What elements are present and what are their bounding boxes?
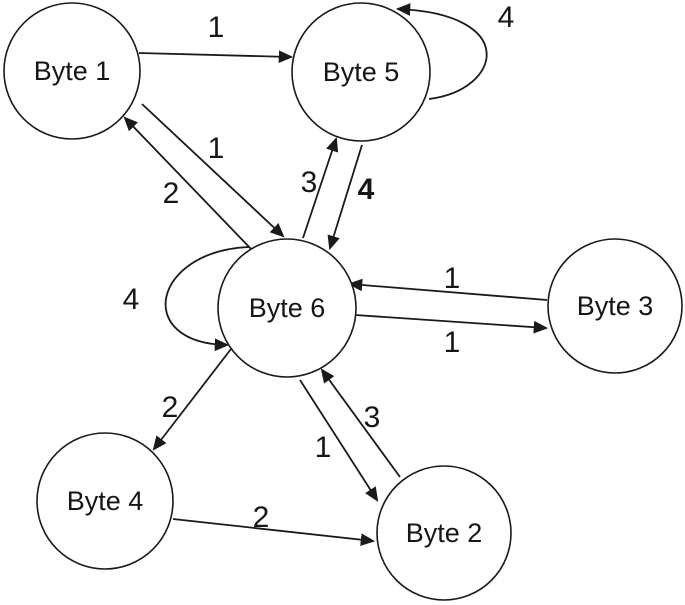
node-byte5-label: Byte 5 bbox=[323, 57, 400, 87]
node-byte3-label: Byte 3 bbox=[577, 291, 654, 321]
edge-byte6-to-byte2-arrow bbox=[299, 379, 379, 502]
edge-byte1-to-byte5-arrow bbox=[138, 50, 294, 64]
edge-byte6-to-byte3-weight-label: 1 bbox=[444, 326, 461, 359]
edge-byte1-to-byte6-arrow bbox=[141, 103, 285, 238]
edge-byte3-to-byte6-arrow bbox=[347, 278, 548, 301]
node-byte4-label: Byte 4 bbox=[67, 486, 144, 516]
edge-byte6-self-loop-arrow bbox=[164, 246, 250, 352]
edge-byte6-to-byte3-arrow bbox=[354, 314, 549, 334]
node-byte2-label: Byte 2 bbox=[406, 518, 483, 548]
node-byte2-circle bbox=[376, 465, 512, 601]
edge-byte5-self-loop-arrow bbox=[395, 3, 488, 100]
node-byte1-circle bbox=[3, 2, 141, 140]
edge-byte6-to-byte5-weight-label: 3 bbox=[301, 166, 318, 199]
node-byte5-circle bbox=[291, 2, 431, 142]
edge-byte5-to-byte6-arrow bbox=[327, 144, 363, 251]
edge-byte5-self-loop-weight-label: 4 bbox=[498, 1, 515, 34]
node-byte3-circle bbox=[547, 238, 683, 374]
edge-byte6-to-byte5-arrow bbox=[302, 136, 339, 239]
edge-byte6-to-byte2-weight-label: 1 bbox=[315, 431, 332, 464]
edge-byte3-to-byte6-weight-label: 1 bbox=[444, 262, 461, 295]
edge-byte2-to-byte6-weight-label: 3 bbox=[364, 401, 381, 434]
edge-byte4-to-byte2-weight-label: 2 bbox=[253, 501, 270, 534]
node-byte4-circle bbox=[36, 432, 174, 570]
edge-byte2-to-byte6-arrow bbox=[320, 368, 401, 478]
edge-byte5-to-byte6-weight-label: 4 bbox=[358, 173, 375, 206]
edge-byte1-to-byte5-weight-label: 1 bbox=[208, 11, 225, 44]
edge-byte6-to-byte1-weight-label: 2 bbox=[163, 177, 180, 210]
node-byte6-circle bbox=[217, 238, 357, 378]
edge-byte6-to-byte1-arrow bbox=[123, 116, 254, 252]
node-byte1-label: Byte 1 bbox=[34, 56, 111, 86]
edge-byte6-to-byte4-weight-label: 2 bbox=[162, 391, 179, 424]
edge-byte4-to-byte2-arrow bbox=[172, 518, 376, 546]
edge-byte6-to-byte4-arrow bbox=[152, 348, 232, 451]
node-byte6-label: Byte 6 bbox=[249, 293, 326, 323]
edge-byte6-self-loop-weight-label: 4 bbox=[123, 283, 140, 316]
edge-byte1-to-byte6-weight-label: 1 bbox=[208, 132, 225, 165]
